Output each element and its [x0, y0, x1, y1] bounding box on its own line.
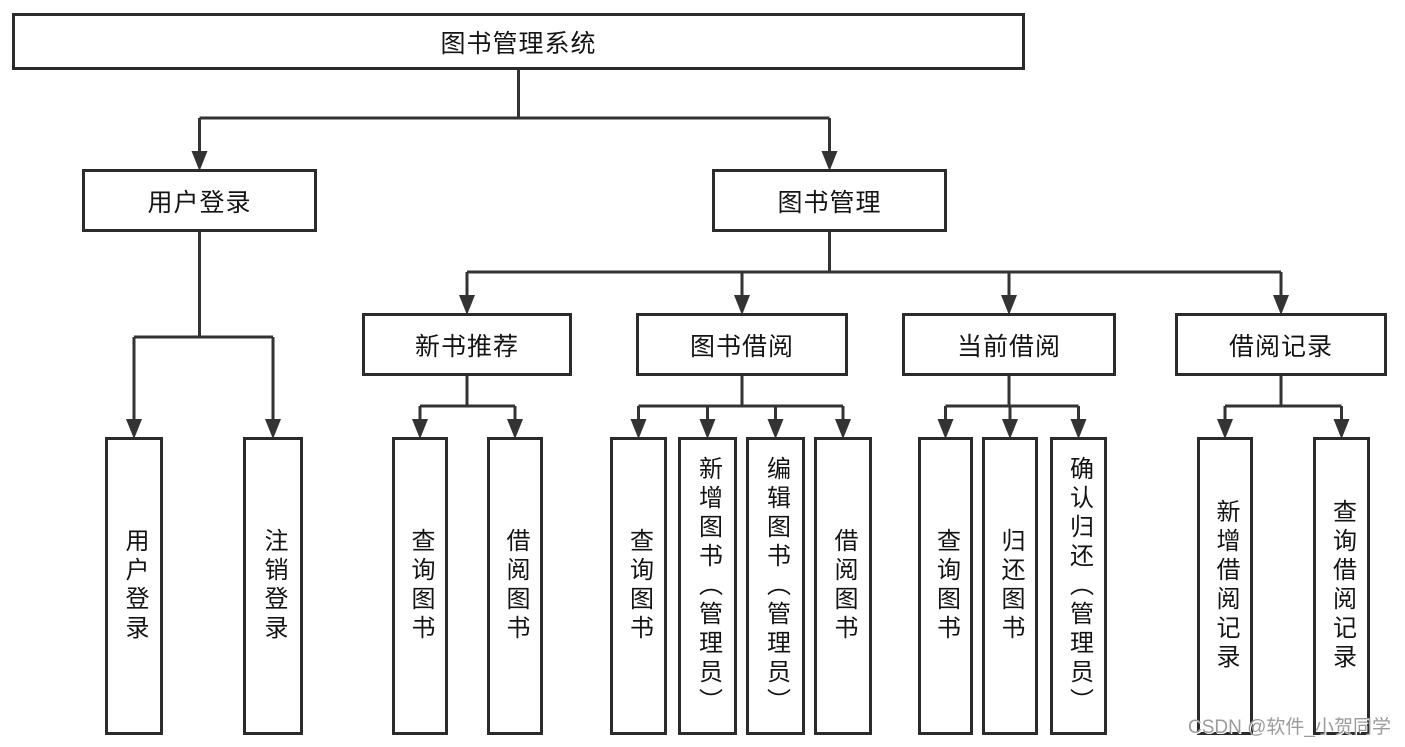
leaf-return-books: 归还图书	[982, 437, 1038, 735]
node-label: 用户登录	[147, 188, 252, 217]
node-new-book-recommendation: 新书推荐	[362, 313, 572, 376]
node-label: 当前借阅	[956, 332, 1061, 361]
leaf-query-books-3: 查询图书	[918, 437, 973, 735]
leaf-query-books-2: 查询图书	[610, 437, 667, 735]
leaf-logout: 注销登录	[243, 437, 303, 735]
node-label: 确认归还（管理员）	[1065, 455, 1093, 717]
node-label: 查询图书	[407, 528, 434, 644]
node-label: 注销登录	[260, 528, 287, 644]
node-label: 图书管理系统	[440, 29, 597, 58]
node-user-login: 用户登录	[82, 169, 317, 232]
node-label: 用户登录	[121, 528, 148, 644]
watermark: CSDN @软件_小贺同学	[1188, 717, 1391, 738]
leaf-add-books-admin: 新增图书（管理员）	[678, 437, 737, 735]
node-label: 图书借阅	[689, 332, 794, 361]
node-system-title: 图书管理系统	[12, 13, 1025, 70]
leaf-user-login: 用户登录	[105, 437, 163, 735]
node-label: 图书管理	[777, 188, 882, 217]
node-label: 新书推荐	[414, 332, 519, 361]
leaf-edit-books-admin: 编辑图书（管理员）	[746, 437, 805, 735]
node-book-management: 图书管理	[712, 169, 947, 232]
leaf-add-borrow-record: 新增借阅记录	[1197, 437, 1253, 735]
leaf-query-books-1: 查询图书	[392, 437, 448, 735]
node-label: 借阅图书	[502, 528, 529, 644]
leaf-confirm-return-admin: 确认归还（管理员）	[1050, 437, 1107, 735]
leaf-borrow-books-1: 借阅图书	[487, 437, 543, 735]
node-book-borrowing: 图书借阅	[636, 313, 848, 376]
node-label: 新增借阅记录	[1212, 499, 1239, 673]
node-label: 查询图书	[625, 528, 653, 644]
leaf-borrow-books-2: 借阅图书	[814, 437, 872, 735]
node-label: 新增图书（管理员）	[694, 455, 722, 717]
node-label: 查询图书	[932, 528, 960, 644]
leaf-query-borrow-record: 查询借阅记录	[1313, 437, 1370, 735]
node-label: 编辑图书（管理员）	[762, 455, 790, 717]
node-label: 借阅图书	[830, 528, 857, 644]
node-label: 查询借阅记录	[1328, 499, 1356, 673]
node-current-borrowing: 当前借阅	[902, 313, 1116, 376]
node-borrow-records: 借阅记录	[1175, 313, 1387, 376]
node-label: 借阅记录	[1228, 332, 1333, 361]
node-label: 归还图书	[997, 528, 1024, 644]
